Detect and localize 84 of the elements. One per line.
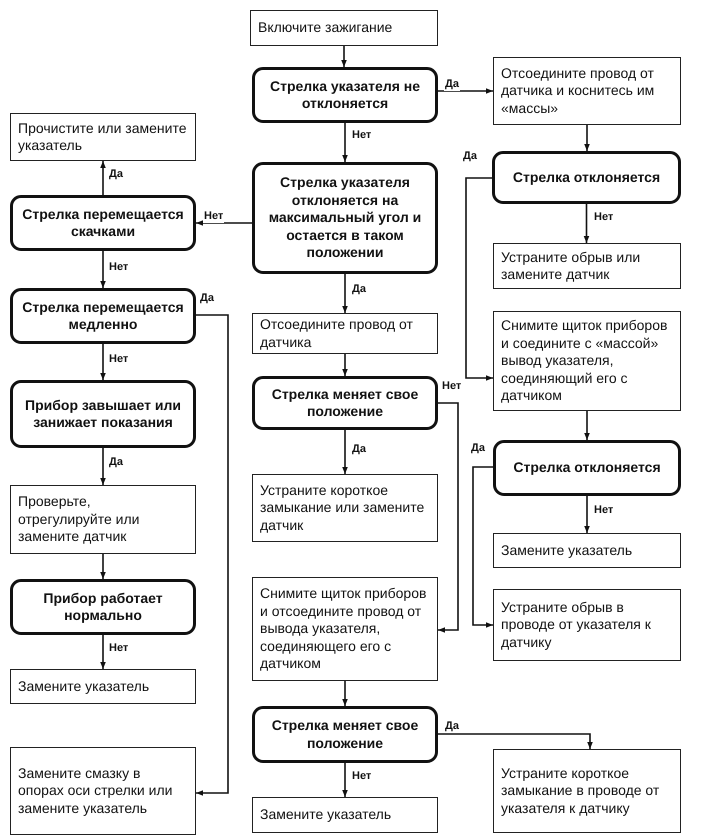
question-text: Стрелка указателя отклоняется на максимальный угол и остается в таком положении (268, 174, 422, 262)
question-text: Стрелка отклоняется (513, 459, 661, 477)
process-box (250, 10, 438, 46)
question-text: Стрелка меняет свое положение (270, 717, 420, 752)
process-box (493, 749, 681, 833)
arrow (584, 496, 590, 533)
action-text: Замените смазку в опорах оси стрелки или замените указатель (18, 764, 174, 818)
arrow (341, 46, 347, 67)
edge-label: Да (351, 443, 367, 456)
action-text: Снимите щиток приборов и соедините с «массой» вывод указателя, соединяющий его с датчиком (501, 317, 668, 405)
question-text: Стрелка меняет свое положение (270, 386, 420, 420)
edge-label: Да (444, 720, 460, 733)
action-text: Отсоедините провод от датчика и коснитесь им «массы» (501, 64, 656, 118)
decision-box (252, 706, 438, 763)
process-box (493, 243, 681, 289)
arrow (472, 466, 493, 628)
action-text: Отсоедините провод от датчика (260, 316, 414, 351)
decision-box (10, 380, 196, 448)
question-text: Прибор завышает или занижает показания (24, 396, 182, 432)
edge-label: Да (444, 78, 460, 91)
action-text: Устраните короткое замыкание или замените датчик (260, 482, 426, 534)
decision-box (10, 195, 196, 251)
process-box (10, 669, 196, 704)
process-box (252, 577, 438, 681)
question-text: Прибор работает нормально (42, 590, 164, 624)
decision-box (252, 67, 438, 123)
question-text: Стрелка перемещается медленно (21, 298, 185, 334)
arrow (342, 763, 348, 797)
arrow (100, 554, 106, 579)
process-box (493, 589, 681, 661)
process-box (252, 474, 438, 542)
edge-label: Да (108, 456, 124, 469)
question-text: Стрелка перемещается скачками (21, 206, 185, 240)
edge-label: Нет (203, 210, 224, 223)
edge-label: Да (470, 442, 486, 455)
process-box (252, 313, 438, 354)
arrow (100, 161, 106, 195)
process-box (493, 57, 681, 125)
arrow (100, 448, 106, 485)
process-box (252, 797, 438, 833)
question-text: Стрелка отклоняется (512, 168, 660, 186)
action-text: Включите зажигание (258, 19, 392, 37)
decision-box (492, 151, 681, 204)
action-text: Прочистите или замените указатель (18, 120, 188, 154)
edge-label: Да (351, 283, 367, 296)
arrow (342, 274, 348, 313)
process-box (10, 113, 196, 161)
action-text: Замените указатель (501, 542, 632, 560)
process-box (493, 311, 681, 411)
arrow (584, 411, 590, 440)
decision-box (493, 440, 681, 496)
decision-box (252, 162, 438, 274)
action-text: Устраните обрыв или замените датчик (501, 248, 642, 284)
question-text: Стрелка указателя не отклоняется (268, 78, 422, 112)
arrow (438, 88, 493, 94)
edge-label: Да (108, 168, 124, 181)
action-text: Устраните короткое замыкание в проводе от указателя к датчику (501, 764, 660, 818)
process-box (493, 533, 681, 568)
arrow (465, 177, 493, 381)
arrow (438, 733, 593, 749)
edge-label: Да (199, 292, 215, 305)
process-box (10, 485, 196, 554)
action-text: Снимите щиток приборов и отсоедините провод от вывода указателя, соединяющего его с датчиком (260, 585, 428, 673)
arrow (342, 430, 348, 474)
arrow (438, 402, 459, 633)
edge-label: Да (462, 150, 478, 163)
arrow (100, 344, 106, 380)
decision-box (10, 579, 196, 635)
arrow (196, 220, 252, 226)
arrow (196, 314, 229, 796)
arrow (584, 125, 590, 151)
arrow (100, 251, 106, 288)
action-text: Замените указатель (260, 806, 392, 824)
decision-box (10, 288, 196, 344)
arrow (100, 635, 106, 669)
arrow (342, 123, 348, 162)
arrow (342, 354, 348, 376)
action-text: Замените указатель (18, 678, 150, 696)
action-text: Проверьте, отрегулируйте или замените датчик (18, 493, 140, 546)
action-text: Устраните обрыв в проводе от указателя к датчику (501, 598, 652, 652)
decision-box (252, 376, 438, 430)
arrow (584, 204, 590, 243)
arrow (342, 681, 348, 706)
process-box (10, 747, 196, 835)
